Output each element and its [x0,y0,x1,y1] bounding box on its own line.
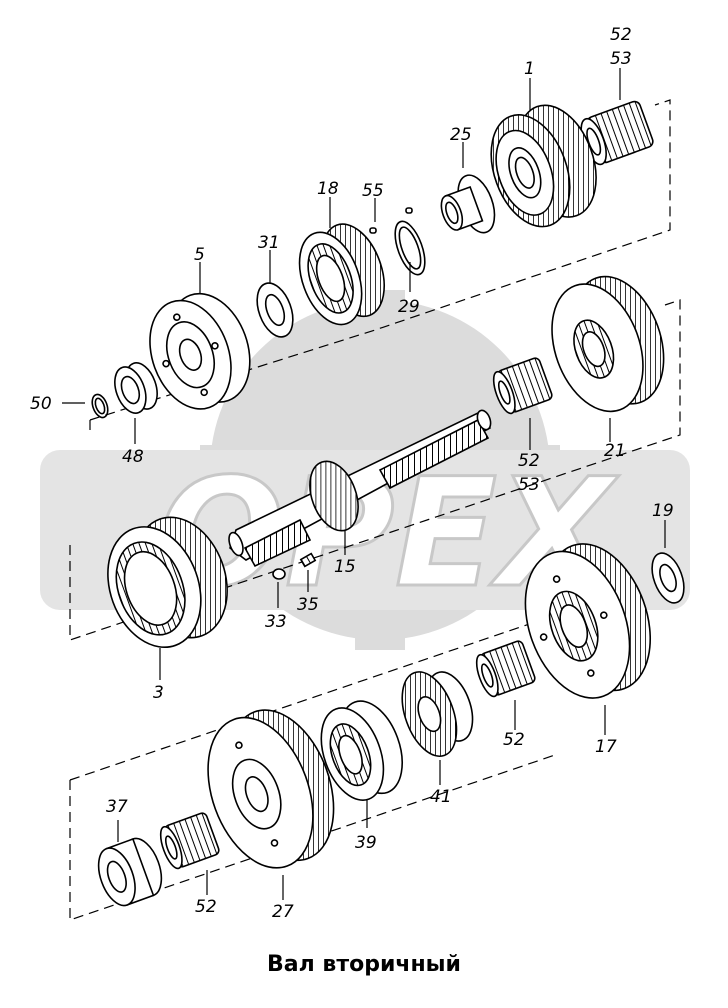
ball-55-b [406,208,412,213]
synchronizer-18 [288,216,396,334]
needle-bearing-lower-right [472,640,536,699]
gear-27 [189,695,353,882]
callout-41: 41 [430,787,452,807]
callout-18: 18 [317,179,339,199]
callout-1: 1 [524,59,535,79]
diagram-caption: Вал вторичный [267,952,461,977]
callout-19: 19 [652,501,674,521]
callout-29: 29 [398,297,420,317]
ball-55-a [370,228,376,233]
gear-1 [477,94,611,237]
output-shaft-15 [226,409,493,566]
needle-bearing-mid [489,357,553,416]
callout-5: 5 [194,245,205,265]
callout-39: 39 [355,833,377,853]
snap-ring-29 [389,218,431,279]
gear-21 [535,264,680,424]
callout-37: 37 [106,797,128,817]
lock-washer-31 [250,278,299,342]
assembly-outlines [69,99,681,921]
callout-labels: 1 52 53 25 18 55 31 5 29 50 48 21 52 53 … [30,25,674,922]
callout-48: 48 [122,447,144,467]
callout-21: 21 [604,441,626,461]
callout-52-mid: 52 [518,451,540,471]
callout-3: 3 [153,683,164,703]
outline-upper [89,99,671,421]
synchronizer-3 [92,504,243,660]
callout-27: 27 [272,902,294,922]
outline-lower-top [69,599,601,781]
leader-lines [62,68,666,900]
callout-31: 31 [258,233,280,253]
gear-41 [392,658,484,763]
callout-25: 25 [450,125,472,145]
spring-35 [301,554,315,567]
lock-washer-19 [646,549,690,607]
callout-53-mid: 53 [518,475,540,495]
callout-35: 35 [297,595,319,615]
callout-53-top: 53 [610,49,632,69]
bushing-25 [433,170,501,244]
callout-50: 50 [30,394,52,414]
callout-33: 33 [265,612,287,632]
callout-52-lower-right: 52 [503,730,525,750]
needle-bearing-top [576,100,654,168]
gear-17 [506,529,669,712]
callout-52-lower-left: 52 [195,897,217,917]
bearing-48 [109,359,163,418]
callout-17: 17 [595,737,617,757]
hub-5 [136,282,265,420]
bushing-37 [92,834,169,911]
callout-55: 55 [362,181,384,201]
callout-52-top: 52 [610,25,632,45]
ball-33 [273,569,285,579]
needle-bearing-lower-left [156,812,220,871]
synchronizer-39 [310,693,414,809]
outline-lower [69,754,556,921]
callout-15: 15 [334,557,356,577]
snap-ring-50 [89,392,110,419]
